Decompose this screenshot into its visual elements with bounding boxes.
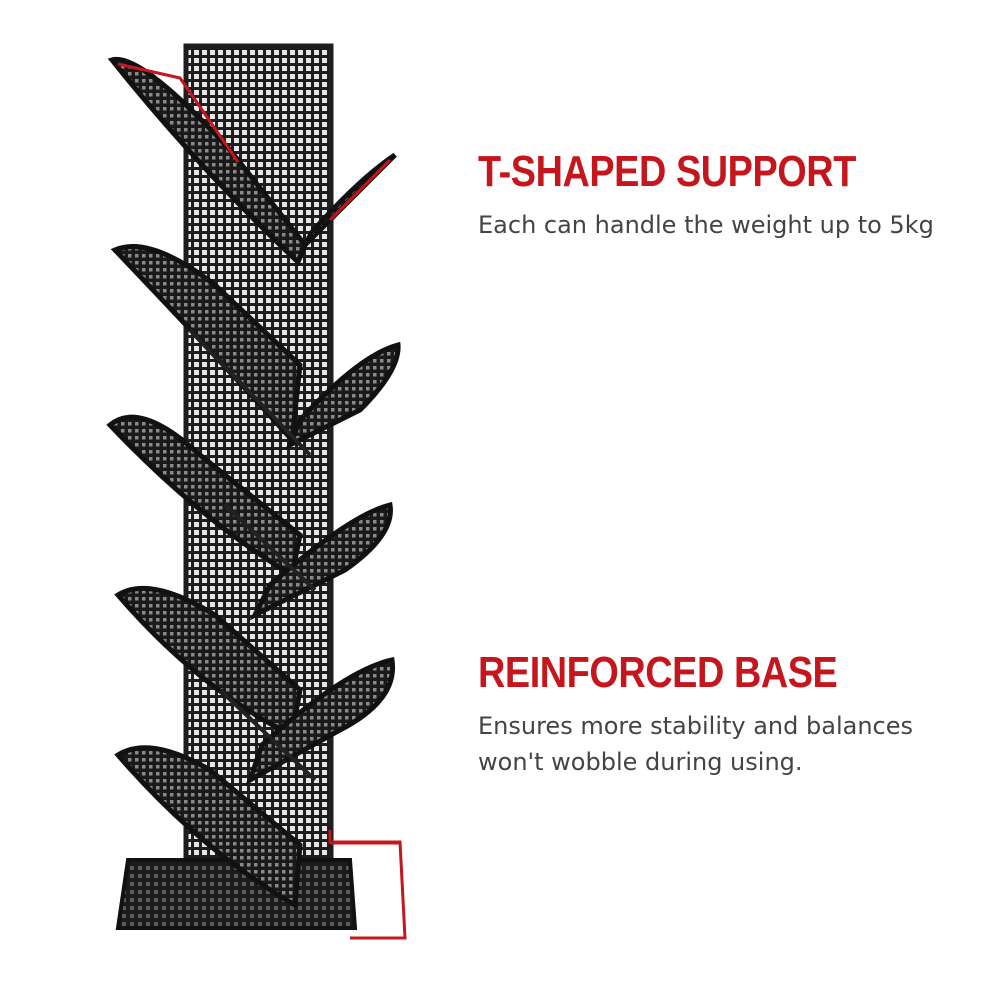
feature-description: Each can handle the weight up to 5kg <box>478 211 934 239</box>
feature-heading: T-SHAPED SUPPORT <box>478 147 856 196</box>
feature-reinforced-base: REINFORCED BASE Ensures more stability a… <box>478 644 978 780</box>
reinforced-base <box>115 858 358 930</box>
feature-heading: REINFORCED BASE <box>478 648 838 697</box>
tree-shelves <box>106 56 401 910</box>
feature-t-shaped-support: T-SHAPED SUPPORT Each can handle the wei… <box>478 143 978 243</box>
red-highlight-lines <box>117 62 407 940</box>
feature-description: Ensures more stability and balances won'… <box>478 712 913 776</box>
bookshelf-product-image <box>106 43 407 940</box>
